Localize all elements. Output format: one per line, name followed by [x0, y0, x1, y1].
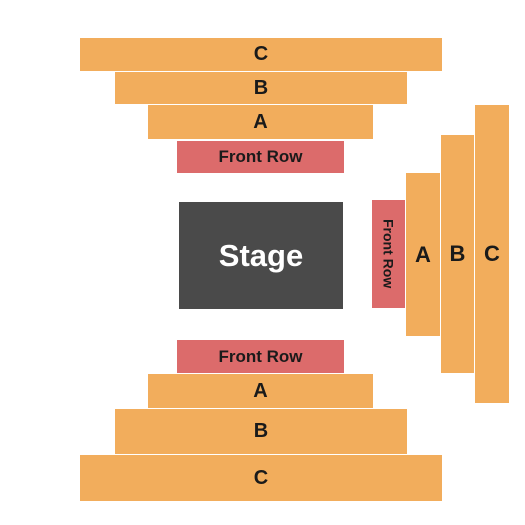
section-right-b[interactable]: B: [441, 135, 474, 373]
stage-label: Stage: [218, 237, 304, 273]
section-right-c[interactable]: C: [475, 105, 509, 403]
section-right-a[interactable]: A: [406, 173, 440, 336]
section-bottom-a-label: A: [253, 379, 268, 402]
section-top-c[interactable]: C: [80, 38, 442, 71]
section-top-c-label: C: [253, 43, 269, 65]
section-top-b-label: B: [253, 76, 269, 99]
section-top-b[interactable]: B: [115, 72, 407, 104]
section-right-c-label: C: [484, 241, 500, 266]
section-right-b-label: B: [449, 241, 466, 266]
section-bottom-b-label: B: [253, 420, 269, 442]
section-bottom-front-row[interactable]: Front Row: [177, 340, 344, 373]
section-top-front-row[interactable]: Front Row: [177, 141, 344, 173]
section-top-a[interactable]: A: [148, 105, 373, 139]
section-right-front-row[interactable]: Front Row: [372, 200, 405, 308]
section-bottom-a[interactable]: A: [148, 374, 373, 408]
section-top-front-row-label: Front Row: [218, 147, 303, 166]
section-right-front-row-label: Front Row: [380, 219, 397, 289]
section-bottom-c[interactable]: C: [80, 455, 442, 501]
section-top-a-label: A: [253, 110, 268, 133]
section-right-a-label: A: [415, 241, 431, 267]
section-bottom-front-row-label: Front Row: [218, 346, 303, 366]
section-bottom-c-label: C: [253, 466, 269, 489]
section-bottom-b[interactable]: B: [115, 409, 407, 454]
stage: Stage: [179, 202, 343, 309]
